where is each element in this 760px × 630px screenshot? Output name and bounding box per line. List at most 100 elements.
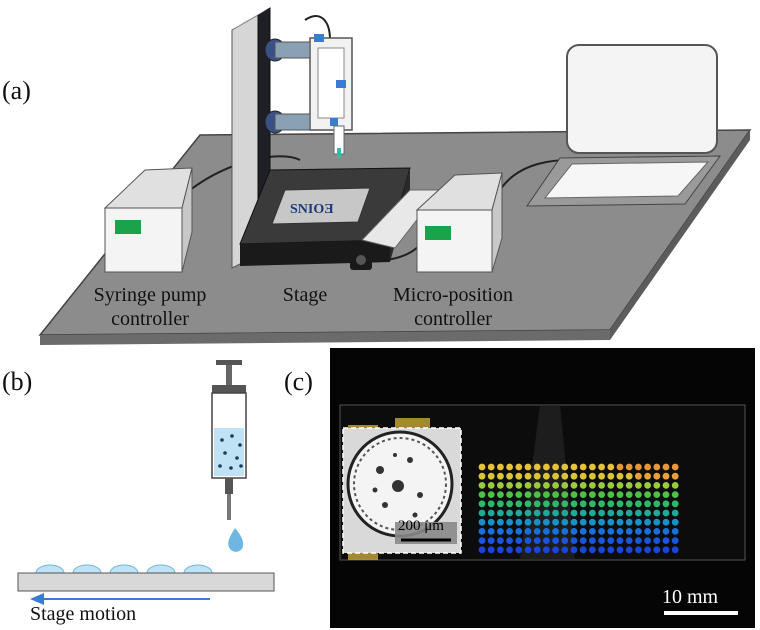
printed-dot xyxy=(653,537,661,544)
panel-c-label: (c) xyxy=(284,367,313,396)
printed-dot xyxy=(607,518,615,526)
printed-dot xyxy=(533,518,541,526)
printed-dot xyxy=(625,528,633,535)
printed-dot xyxy=(653,500,661,508)
stage-motion-label: Stage motion xyxy=(30,603,137,625)
printed-dot xyxy=(524,537,532,544)
printed-dot xyxy=(524,528,532,535)
printed-dot xyxy=(598,528,605,535)
printed-dot xyxy=(497,482,504,489)
micro-position-controller-label: Micro-position controller xyxy=(393,284,513,330)
printed-dot xyxy=(478,509,486,517)
printed-dot xyxy=(478,546,486,554)
printed-dot xyxy=(635,546,642,554)
printed-dot xyxy=(607,491,615,498)
printed-dot xyxy=(561,491,569,498)
printed-dot xyxy=(524,463,532,471)
dot-array xyxy=(478,463,679,554)
printed-dot xyxy=(625,482,633,489)
printed-dot xyxy=(671,509,679,517)
printed-dot xyxy=(478,500,486,508)
printed-dot xyxy=(570,537,578,544)
printed-dot xyxy=(598,518,605,526)
micro-position-controller-box xyxy=(415,172,503,273)
printed-dot xyxy=(616,491,624,498)
printed-dot xyxy=(644,509,651,517)
printed-dot xyxy=(506,518,513,526)
printed-dot xyxy=(598,482,605,489)
printed-dot xyxy=(515,491,523,498)
printed-dot xyxy=(598,463,605,471)
printed-dot xyxy=(506,463,513,471)
printed-dot xyxy=(515,500,523,508)
stage-label: Stage xyxy=(282,284,328,306)
printed-dot xyxy=(635,463,642,471)
printed-dot xyxy=(625,463,633,471)
printed-dot xyxy=(543,491,550,498)
printed-dot xyxy=(487,528,495,535)
printed-dot xyxy=(598,509,605,517)
printed-dot xyxy=(570,528,578,535)
printed-dot xyxy=(653,518,661,526)
printed-dot xyxy=(635,491,642,498)
printed-dot xyxy=(635,528,642,535)
printed-dot xyxy=(635,472,642,480)
table-edge xyxy=(40,330,610,345)
printed-dot xyxy=(635,500,642,508)
printed-dot xyxy=(524,482,532,489)
printed-dot xyxy=(644,472,651,480)
printed-dot xyxy=(644,528,651,535)
printed-dot xyxy=(644,546,651,554)
printed-dot xyxy=(570,472,578,480)
printed-dot xyxy=(561,518,569,526)
printed-dot xyxy=(515,537,523,544)
printed-dot xyxy=(625,546,633,554)
printed-dot xyxy=(589,472,596,480)
printed-dot xyxy=(635,482,642,489)
printed-dot xyxy=(635,518,642,526)
printed-dot xyxy=(515,463,523,471)
panel-a-label: (a) xyxy=(2,76,31,105)
printed-dot xyxy=(570,491,578,498)
printed-dot xyxy=(561,463,569,471)
printed-dot xyxy=(533,546,541,554)
printed-dot xyxy=(506,537,513,544)
printed-dot xyxy=(543,500,550,508)
printed-dot xyxy=(515,546,523,554)
printed-dot xyxy=(561,500,569,508)
printed-dot xyxy=(533,528,541,535)
printed-dot xyxy=(671,537,679,544)
printed-dot xyxy=(598,546,605,554)
printed-dot xyxy=(653,472,661,480)
printed-dot xyxy=(533,472,541,480)
printed-dot xyxy=(543,537,550,544)
printed-dot xyxy=(625,537,633,544)
printed-dot xyxy=(524,546,532,554)
printed-dot xyxy=(561,528,569,535)
printed-dot xyxy=(579,500,587,508)
printed-dot xyxy=(561,537,569,544)
printed-dot xyxy=(671,500,679,508)
printed-dot xyxy=(625,509,633,517)
printed-dot xyxy=(607,500,615,508)
printed-dot xyxy=(598,537,605,544)
printed-dot xyxy=(589,518,596,526)
printed-dot xyxy=(625,491,633,498)
printed-dot xyxy=(579,546,587,554)
printed-dot xyxy=(552,472,559,480)
printed-dot xyxy=(653,509,661,517)
printed-dot xyxy=(579,509,587,517)
printed-dot xyxy=(662,546,670,554)
printed-dot xyxy=(515,528,523,535)
printed-dot xyxy=(671,528,679,535)
printed-dot xyxy=(487,546,495,554)
printed-dot xyxy=(579,482,587,489)
printed-dot xyxy=(561,509,569,517)
printed-dot xyxy=(671,472,679,480)
printed-dot xyxy=(625,500,633,508)
printed-dot xyxy=(644,500,651,508)
printed-dot xyxy=(552,537,559,544)
printed-dot xyxy=(635,509,642,517)
printed-dot xyxy=(644,537,651,544)
printed-dot xyxy=(524,509,532,517)
